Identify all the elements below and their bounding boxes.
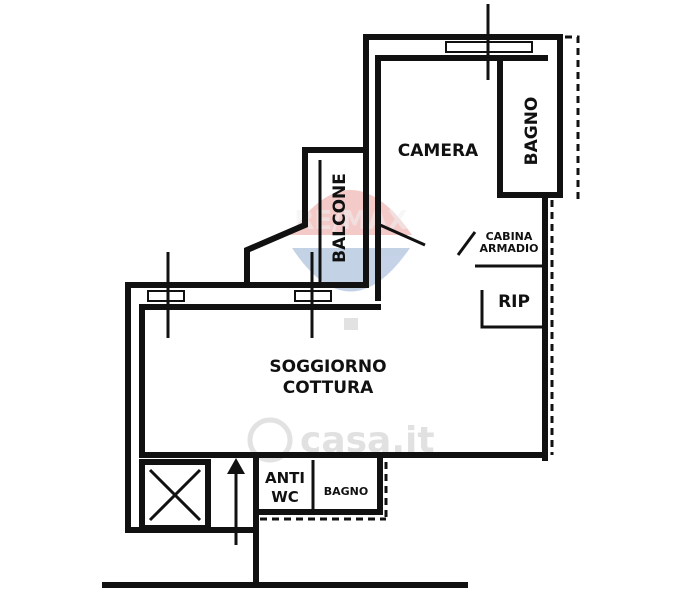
room-label-cottura: COTTURA: [283, 378, 374, 398]
wall-camera-top: [363, 34, 563, 198]
room-label-wc: WC: [271, 488, 299, 506]
room-label-anti: ANTI: [265, 469, 305, 487]
dashed-right-outline: [565, 35, 580, 200]
dashed-outlines: [260, 35, 580, 521]
window-left: [147, 290, 185, 302]
wall-rip: [480, 290, 545, 329]
entrance-arrow: [227, 458, 245, 545]
room-label-bagno-bottom: BAGNO: [324, 485, 368, 498]
doors: [379, 75, 502, 256]
walls: [102, 34, 563, 588]
windows: [147, 4, 533, 338]
room-label-cabina: CABINA: [486, 230, 533, 243]
wall-balcone: [244, 147, 369, 285]
room-label-armadio: ARMADIO: [479, 242, 538, 255]
door-cabina: [456, 231, 477, 256]
room-label-rip: RIP: [498, 292, 530, 312]
door-camera: [379, 223, 426, 247]
room-label-soggiorno: SOGGIORNO: [269, 357, 386, 377]
room-label-balcone: BALCONE: [330, 173, 350, 263]
room-label-bagno-top: BAGNO: [522, 97, 542, 166]
elevator-cross-2: [148, 468, 202, 522]
remax-watermark-text: RE/MAX: [294, 206, 407, 236]
room-label-camera: CAMERA: [398, 141, 479, 161]
